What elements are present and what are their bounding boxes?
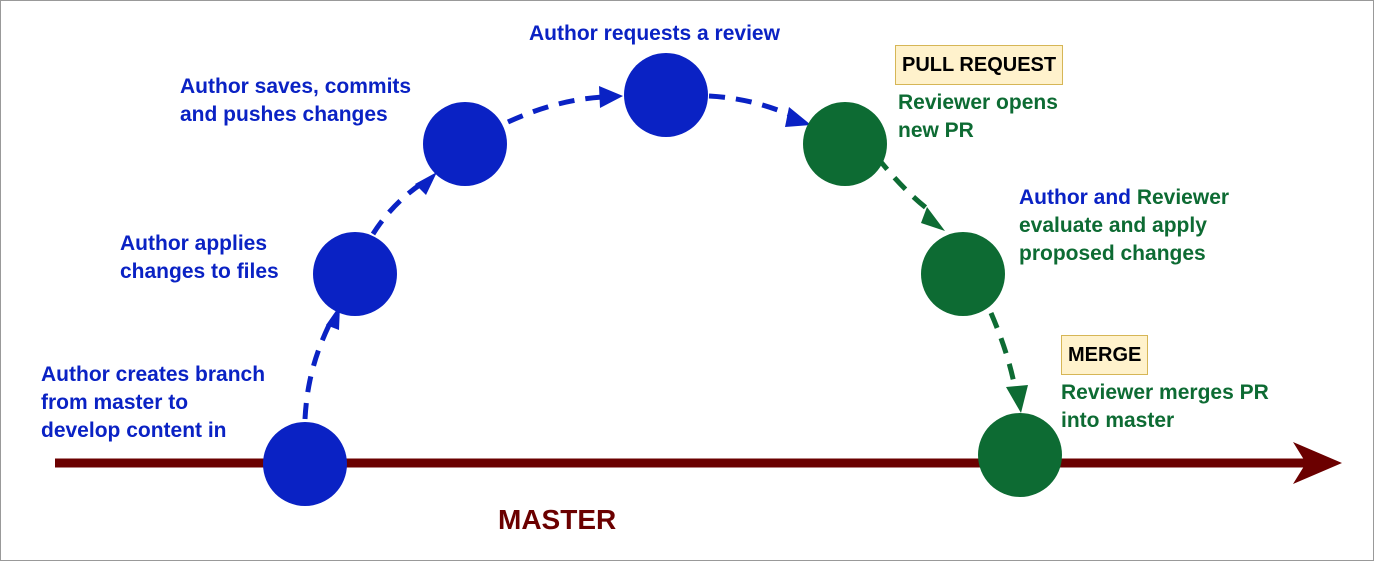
step-label-1-line-3: develop content in — [41, 419, 227, 442]
step-label-2-line-2: changes to files — [120, 260, 279, 283]
step-label-7: Reviewer merges PR into master — [1061, 379, 1269, 435]
step-label-1: Author creates branch from master to dev… — [41, 361, 265, 445]
step-node-7 — [978, 413, 1062, 497]
connector-6-7 — [988, 312, 1019, 394]
step-label-6-line-3: proposed changes — [1019, 242, 1206, 265]
step-label-6-author-text: Author and — [1019, 186, 1131, 209]
step-label-5: Reviewer opens new PR — [898, 89, 1058, 145]
connector-3-4 — [506, 94, 604, 125]
connector-4-5 — [708, 93, 797, 120]
connector-2-3-head — [415, 172, 437, 195]
step-label-6: Author and Reviewer evaluate and apply p… — [1019, 184, 1229, 268]
step-node-3 — [423, 102, 507, 186]
step-label-6-line-1: Author and Reviewer — [1019, 184, 1229, 212]
step-label-6-line-2: evaluate and apply — [1019, 214, 1207, 237]
step-node-4 — [624, 53, 708, 137]
connector-2-3 — [370, 179, 426, 236]
connector-5-6 — [875, 155, 935, 216]
step-node-5 — [803, 102, 887, 186]
step-node-1 — [263, 422, 347, 506]
pull-request-tag: PULL REQUEST — [895, 45, 1064, 85]
step-node-2 — [313, 232, 397, 316]
step-label-4-line-1: Author requests a review — [529, 22, 780, 45]
master-label: MASTER — [498, 504, 617, 535]
step-label-6-reviewer-text: Reviewer — [1136, 186, 1230, 209]
step-label-3: Author saves, commits and pushes changes — [180, 73, 411, 129]
connector-1-2 — [302, 317, 335, 420]
connector-6-7-head — [1006, 385, 1028, 413]
step-label-3-line-1: Author saves, commits — [180, 75, 412, 98]
connector-3-4-head — [599, 86, 623, 108]
step-label-7-line-1: Reviewer merges PR — [1061, 381, 1269, 404]
step-label-7-line-2: into master — [1061, 409, 1175, 432]
step-label-3-line-2: and pushes changes — [180, 103, 388, 126]
step-label-1-line-2: from master to — [41, 391, 189, 414]
step-label-5-line-1: Reviewer opens — [898, 91, 1058, 114]
step-label-2-line-1: Author applies — [120, 232, 268, 255]
merge-tag: MERGE — [1061, 335, 1149, 375]
step-label-4: Author requests a review — [529, 20, 780, 48]
step-label-2: Author applies changes to files — [120, 230, 279, 286]
step-label-1-line-1: Author creates branch — [41, 363, 266, 386]
connector-4-5-head — [785, 107, 811, 127]
connector-5-6-head — [921, 207, 945, 231]
step-node-6 — [921, 232, 1005, 316]
master-arrowhead — [1293, 442, 1342, 484]
step-label-5-line-2: new PR — [898, 119, 974, 142]
